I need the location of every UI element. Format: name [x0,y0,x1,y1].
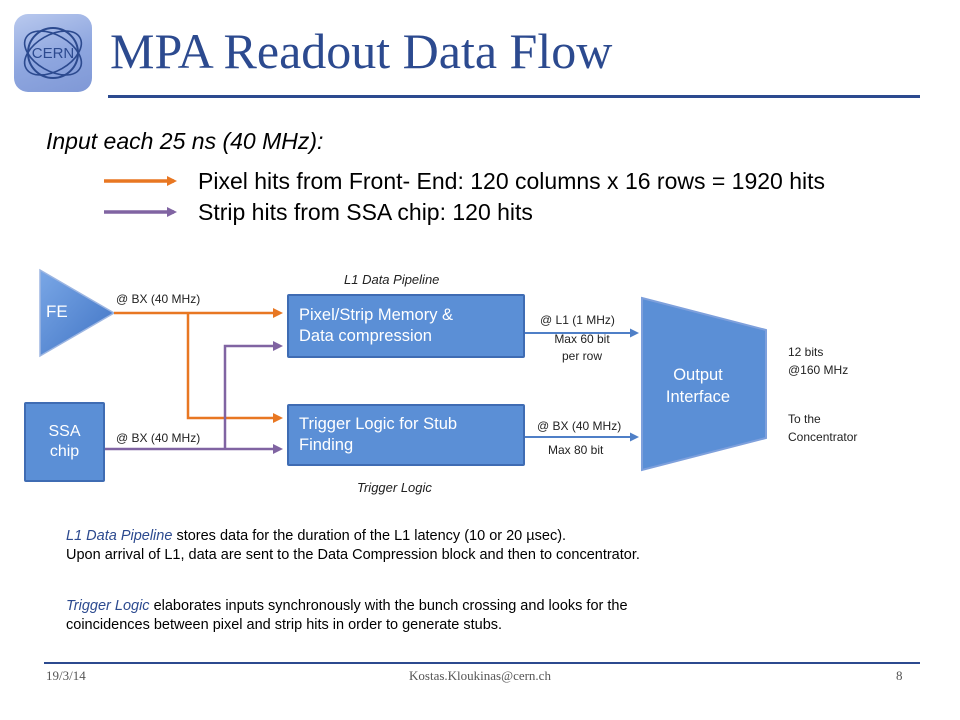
ssa-chip-block: SSA chip [24,402,105,482]
l1-max-line1: Max 60 bit [554,332,610,346]
trigger-logic-block: Trigger Logic for Stub Finding [287,404,525,466]
ssa-rate-label: @ BX (40 MHz) [116,431,201,445]
ssa-to-memory-arrow [223,341,283,449]
legend-arrows [104,176,177,217]
page-number: 8 [896,668,903,683]
trigger-box-line1: Trigger Logic for Stub [299,415,458,433]
fe-block [39,268,116,358]
trigger-line2: coincidences between pixel and strip hit… [66,617,503,633]
pipeline-term: L1 Data Pipeline [66,528,173,544]
trigger-term: Trigger Logic [66,598,150,614]
ssa-label-line2: chip [49,443,80,460]
output-bits-line1: 12 bits [788,345,824,359]
output-label-line1: Output [673,366,723,384]
cern-logo: CERN [14,14,92,92]
memory-box-line2: Data compression [299,327,432,345]
pipeline-label: L1 Data Pipeline [344,272,440,287]
output-bits-line2: @160 MHz [788,363,849,377]
footer-email: Kostas.Kloukinas@cern.ch [409,668,551,683]
bx-rate-label: @ BX (40 MHz) [537,419,622,433]
strip-legend-text: Strip hits from SSA chip: 120 hits [198,199,533,225]
l1-rate-label: @ L1 (1 MHz) [540,313,615,327]
trigger-rest: elaborates inputs synchronously with the… [149,598,628,614]
fe-to-trigger-arrow [186,313,283,423]
output-interface-block [641,296,767,472]
pipeline-description: L1 Data Pipeline stores data for the dur… [66,527,640,565]
footer-date: 19/3/14 [46,668,86,683]
title-divider [108,95,920,98]
trigger-box-line2: Finding [299,436,354,454]
slide-title: MPA Readout Data Flow [110,23,613,79]
output-label-line2: Interface [665,388,731,406]
cern-logo-graphic: CERN [23,27,83,79]
output-dest-line2: Concentrator [788,430,858,444]
ssa-label-line1: SSA [48,423,81,440]
fe-rate-label: @ BX (40 MHz) [116,292,201,306]
output-bits-label: 12 bits @160 MHz [788,343,848,379]
trigger-description: Trigger Logic elaborates inputs synchron… [66,597,628,635]
pipeline-rest: stores data for the duration of the L1 l… [172,528,567,544]
bx-max-label: Max 80 bit [548,443,604,457]
l1-max-label: Max 60 bit per row [548,331,616,365]
pixel-legend-text: Pixel hits from Front- End: 120 columns … [198,168,826,194]
logo-text: CERN [32,45,75,62]
memory-compression-block: Pixel/Strip Memory & Data compression [287,294,525,358]
fe-label: FE [46,302,68,321]
output-dest-label: To the Concentrator [788,410,857,446]
l1-max-line2: per row [561,349,602,363]
pipeline-line2: Upon arrival of L1, data are sent to the… [66,547,640,563]
intro-text: Input each 25 ns (40 MHz): [46,128,324,154]
output-dest-line1: To the [788,412,821,426]
memory-box-line1: Pixel/Strip Memory & [299,306,454,324]
trigger-logic-label: Trigger Logic [357,480,432,495]
output-interface-label: Output Interface [642,364,754,408]
footer-divider [44,662,920,664]
